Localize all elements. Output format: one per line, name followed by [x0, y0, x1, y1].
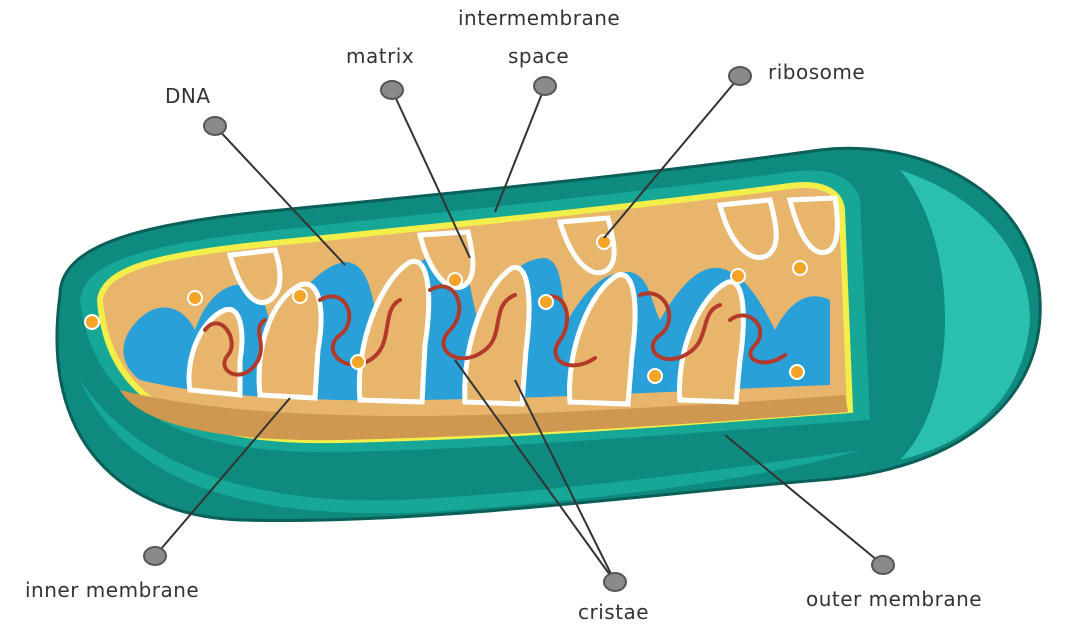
ribosome-10 — [790, 365, 804, 379]
label-inner-membrane: inner membrane — [25, 578, 199, 602]
label-outer-membrane: outer membrane — [806, 587, 982, 611]
ribosome-6 — [539, 295, 553, 309]
label-matrix: matrix — [346, 44, 414, 68]
label-ribosome: ribosome — [768, 60, 865, 84]
dot-inner-membrane — [144, 547, 166, 565]
label-intermembrane-line2: space — [508, 44, 569, 68]
ribosome-11 — [793, 261, 807, 275]
dot-dna — [204, 117, 226, 135]
label-cristae: cristae — [578, 600, 649, 624]
dot-cristae — [604, 573, 626, 591]
ribosome-5 — [448, 273, 462, 287]
ribosome-2 — [188, 291, 202, 305]
label-intermembrane-line1: intermembrane — [458, 6, 620, 30]
ribosome-9 — [731, 269, 745, 283]
dot-matrix — [381, 81, 403, 99]
ribosome-3 — [293, 289, 307, 303]
dot-ribosome — [729, 67, 751, 85]
label-dna: DNA — [165, 84, 211, 108]
ribosome-1 — [85, 315, 99, 329]
dot-intermembrane — [534, 77, 556, 95]
ribosome-8 — [648, 369, 662, 383]
dot-outer-membrane — [872, 556, 894, 574]
ribosome-4 — [351, 355, 365, 369]
